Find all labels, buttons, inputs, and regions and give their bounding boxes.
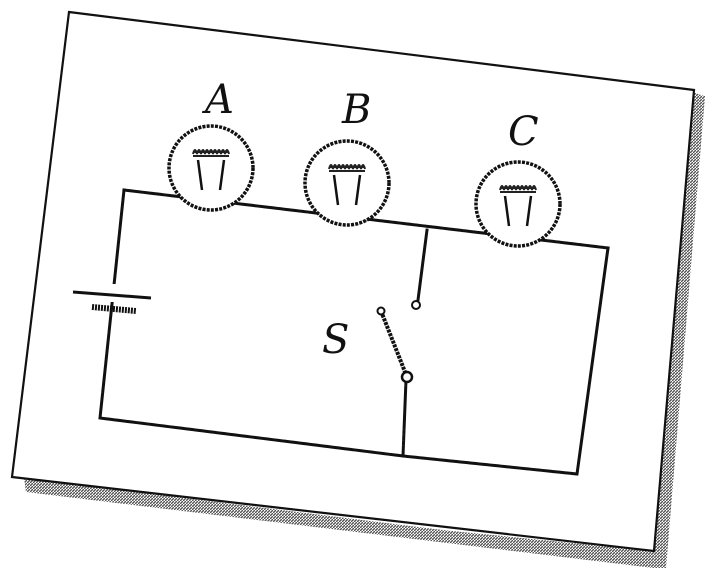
filament-coil <box>499 185 537 193</box>
switch-label: S <box>322 317 349 363</box>
bulb-a-label: A <box>201 77 234 123</box>
bulb-c-label: C <box>508 109 539 155</box>
bulb-b <box>303 139 391 227</box>
bulb-b-label: B <box>341 87 371 133</box>
card-shadow-bottom <box>24 478 654 568</box>
battery-symbol <box>72 284 152 314</box>
filament-coil <box>328 164 366 172</box>
filament-coil <box>192 149 230 157</box>
bulb-c <box>474 160 562 248</box>
bulb-a <box>167 124 255 212</box>
switch-s <box>376 300 421 384</box>
card-shadow-right <box>654 92 704 566</box>
